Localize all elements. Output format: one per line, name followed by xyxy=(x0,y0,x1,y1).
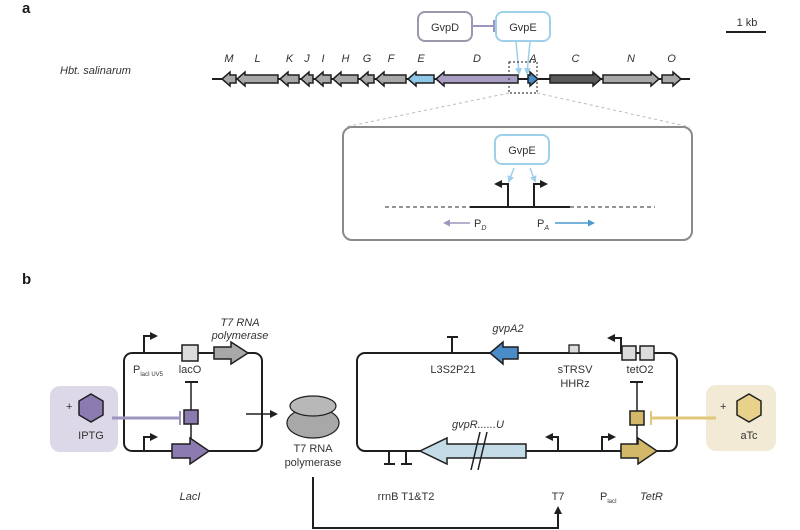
inset-activation-arrow-pd xyxy=(507,167,515,183)
placi-label: PlacI xyxy=(600,491,617,505)
gvpr-u-label: gvpR......U xyxy=(452,419,504,431)
iptg-molecule-icon xyxy=(78,393,104,423)
gene-gvpm xyxy=(220,70,237,88)
gvpd-label: GvpD xyxy=(431,22,459,34)
gene-gvpf xyxy=(374,70,407,88)
promoter-inset xyxy=(342,126,693,241)
tetr-gene-label: TetR xyxy=(640,491,663,503)
gene-label-a: A xyxy=(528,53,536,65)
promoter-pa-icon xyxy=(533,180,548,207)
gvpr-u-gene-cluster xyxy=(418,436,527,466)
t7-activation-path xyxy=(312,477,562,529)
gvpe-label: GvpE xyxy=(509,22,537,34)
t7-promoter-icon xyxy=(545,433,559,451)
panel-a-label: a xyxy=(22,0,31,17)
gene-gvpk xyxy=(278,70,300,88)
promoter-pd-icon xyxy=(494,180,509,207)
gene-label-j: J xyxy=(303,53,310,65)
gene-gvph xyxy=(331,70,359,88)
strsv-label: sTRSV xyxy=(558,364,594,376)
gene-gvpg xyxy=(358,70,375,88)
laci-promoter-icon xyxy=(143,433,158,451)
tetr-protein-node xyxy=(629,410,645,426)
activation-arrow-pd xyxy=(515,41,523,75)
inset-activation-arrow-pa xyxy=(529,167,537,183)
repression-edge xyxy=(472,20,495,32)
gene-gvpe xyxy=(406,70,435,88)
gene-gvpo xyxy=(661,70,683,88)
gvpa2-gene xyxy=(488,340,519,366)
atc-label: aTc xyxy=(740,430,758,442)
teto2-operator-2 xyxy=(639,345,655,361)
gvpa2-label: gvpA2 xyxy=(492,323,523,335)
gene-label-e: E xyxy=(417,53,425,65)
t7-rnap-icon xyxy=(286,395,340,439)
inset-gvpe-box: GvpE xyxy=(494,134,550,165)
gvpd-box: GvpD xyxy=(417,11,473,42)
placi-promoter-icon xyxy=(601,433,616,451)
iptg-plus-sign: + xyxy=(66,401,72,413)
gene-label-g: G xyxy=(363,53,372,65)
organism-label: Hbt. salinarum xyxy=(60,65,131,77)
promoter-region-highlight xyxy=(508,61,538,94)
gene-label-k: K xyxy=(286,53,294,65)
zoom-guide-left xyxy=(344,92,510,128)
zoom-guide-right xyxy=(536,92,691,128)
gene-gvpc xyxy=(549,70,603,88)
tetr-gene xyxy=(620,436,659,466)
promoter-pd-label: PD xyxy=(474,218,486,232)
t7-rnap-gene-label-1: T7 RNA xyxy=(220,317,259,329)
gene-label-l: L xyxy=(254,53,260,65)
atc-plus-sign: + xyxy=(720,401,726,413)
gvpe-box: GvpE xyxy=(495,11,551,42)
gene-label-m: M xyxy=(224,53,234,65)
iptg-inducer-box xyxy=(50,386,118,452)
gene-gvpd xyxy=(434,70,519,88)
laci-gene xyxy=(171,436,211,466)
gene-label-h: H xyxy=(342,53,350,65)
laco-operator xyxy=(181,344,199,362)
teto2-operator-1 xyxy=(621,345,637,361)
laci-gene-label: LacI xyxy=(180,491,201,503)
promoter-pa-label: PA xyxy=(537,218,549,232)
t7-rnap-label-1: T7 RNA xyxy=(293,443,333,455)
gene-gvpa xyxy=(527,70,540,88)
scale-bar-label: 1 kb xyxy=(737,17,758,29)
gene-label-c: C xyxy=(572,53,580,65)
teto2-label: tetO2 xyxy=(627,364,654,376)
panel-b-label: b xyxy=(22,271,31,288)
cluster-break-2 xyxy=(477,431,488,471)
hhrz-label: HHRz xyxy=(560,378,589,390)
cluster-break-1 xyxy=(470,431,481,471)
gene-label-d: D xyxy=(473,53,481,65)
gene-cluster xyxy=(220,70,683,88)
activation-arrow-pa xyxy=(523,41,531,75)
l3s2p21-label: L3S2P21 xyxy=(430,364,475,376)
gene-gvpn xyxy=(602,70,661,88)
gene-label-i: I xyxy=(321,53,324,65)
laco-label: lacO xyxy=(179,364,202,376)
t7-promoter-label: T7 xyxy=(552,491,565,503)
placi-uv5-promoter-icon xyxy=(143,332,158,353)
inset-gvpe-label: GvpE xyxy=(508,145,536,157)
gene-gvpl xyxy=(235,70,279,88)
gene-gvpj xyxy=(299,70,314,88)
strsv-hhrz-ribozyme xyxy=(568,344,580,354)
gene-gvpi xyxy=(313,70,332,88)
atc-molecule-icon xyxy=(736,393,762,423)
rrnb-label: rrnB T1&T2 xyxy=(378,491,435,503)
gene-label-f: F xyxy=(388,53,396,65)
gene-label-o: O xyxy=(667,53,676,65)
iptg-label: IPTG xyxy=(78,430,104,442)
t7-rnap-gene xyxy=(213,340,250,366)
placi-uv5-label: PlacI UV5 xyxy=(133,364,164,378)
tet-promoter-icon xyxy=(607,334,622,353)
gene-label-n: N xyxy=(627,53,635,65)
t7-rnap-gene-label-2: polymerase xyxy=(211,330,269,342)
t7-rnap-label-2: polymerase xyxy=(285,457,342,469)
laci-protein-node xyxy=(183,409,199,425)
